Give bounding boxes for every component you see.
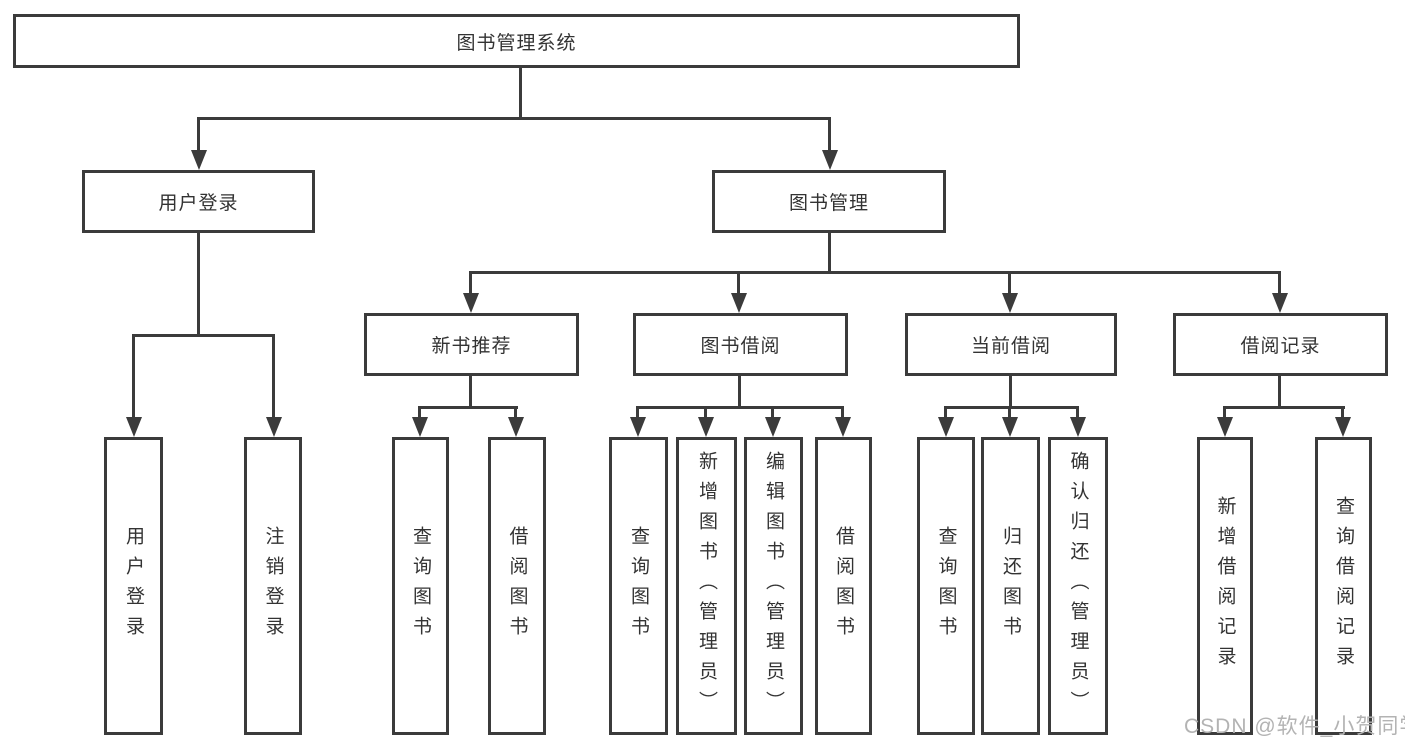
- leaf-label: 查询图书: [410, 526, 431, 646]
- node-new-book-recommend: 新书推荐: [364, 313, 579, 376]
- connector-horizontal: [197, 117, 831, 120]
- connector-drop: [1008, 271, 1011, 296]
- leaf-label: 借阅图书: [833, 526, 854, 646]
- arrow-down-icon: [822, 150, 838, 170]
- connector-stem: [828, 232, 831, 273]
- leaf-borrow-books: 借阅图书: [815, 437, 872, 735]
- connector-drop: [828, 117, 831, 155]
- arrow-down-icon: [835, 417, 851, 437]
- leaf-confirm-return-admin: 确认归还（管理员）: [1048, 437, 1108, 735]
- leaf-label: 确认归还（管理员）: [1067, 451, 1089, 721]
- node-label: 用户登录: [158, 193, 239, 214]
- arrow-down-icon: [508, 417, 524, 437]
- arrow-down-icon: [1272, 293, 1288, 313]
- leaf-label: 借阅图书: [506, 526, 528, 646]
- connector-horizontal: [469, 271, 1281, 274]
- connector-stem: [738, 374, 741, 409]
- leaf-query-borrow-record: 查询借阅记录: [1315, 437, 1372, 735]
- connector-drop: [469, 271, 472, 296]
- leaf-label: 归还图书: [1000, 526, 1021, 646]
- connector-horizontal: [1223, 406, 1345, 409]
- connector-drop: [944, 406, 947, 420]
- connector-drop: [1076, 406, 1079, 420]
- connector-drop: [272, 334, 275, 420]
- leaf-query-books-current: 查询图书: [917, 437, 975, 735]
- arrow-down-icon: [463, 293, 479, 313]
- connector-stem: [469, 374, 472, 409]
- connector-drop: [1278, 271, 1281, 296]
- leaf-label: 编辑图书（管理员）: [763, 451, 784, 721]
- connector-drop: [704, 406, 707, 420]
- connector-drop: [1341, 406, 1344, 420]
- connector-drop: [841, 406, 844, 420]
- leaf-edit-books-admin: 编辑图书（管理员）: [744, 437, 803, 735]
- connector-drop: [197, 117, 200, 155]
- leaf-label: 查询借阅记录: [1333, 496, 1354, 676]
- leaf-logout: 注销登录: [244, 437, 302, 735]
- node-label: 图书管理: [788, 193, 869, 214]
- connector-drop: [514, 406, 517, 420]
- node-label: 图书管理系统: [456, 32, 577, 54]
- node-book-borrow: 图书借阅: [633, 313, 848, 376]
- leaf-add-borrow-record: 新增借阅记录: [1197, 437, 1253, 735]
- connector-stem: [519, 67, 522, 119]
- connector-horizontal: [944, 406, 1079, 409]
- leaf-query-books-borrow: 查询图书: [609, 437, 668, 735]
- arrow-down-icon: [266, 417, 282, 437]
- node-library-management-system: 图书管理系统: [13, 14, 1020, 68]
- connector-drop: [771, 406, 774, 420]
- leaf-add-books-admin: 新增图书（管理员）: [676, 437, 737, 735]
- connector-drop: [636, 406, 639, 420]
- arrow-down-icon: [1335, 417, 1351, 437]
- leaf-label: 注销登录: [262, 526, 284, 646]
- arrow-down-icon: [1070, 417, 1086, 437]
- arrow-down-icon: [630, 417, 646, 437]
- arrow-down-icon: [698, 417, 714, 437]
- arrow-down-icon: [126, 417, 142, 437]
- node-book-management: 图书管理: [712, 170, 946, 233]
- connector-stem: [197, 232, 200, 336]
- leaf-label: 用户登录: [123, 526, 144, 646]
- leaf-return-books: 归还图书: [981, 437, 1040, 735]
- connector-drop: [1008, 406, 1011, 420]
- arrow-down-icon: [938, 417, 954, 437]
- connector-drop: [1223, 406, 1226, 420]
- connector-stem: [1278, 374, 1281, 409]
- node-current-borrow: 当前借阅: [905, 313, 1117, 376]
- connector-stem: [1009, 374, 1012, 409]
- arrow-down-icon: [1002, 293, 1018, 313]
- connector-horizontal: [636, 406, 844, 409]
- leaf-label: 查询图书: [628, 526, 649, 646]
- node-user-login: 用户登录: [82, 170, 315, 233]
- watermark: CSDN @软件_小贺同学: [1184, 715, 1405, 738]
- arrow-down-icon: [765, 417, 781, 437]
- leaf-borrow-books-recommend: 借阅图书: [488, 437, 546, 735]
- node-label: 新书推荐: [431, 336, 512, 357]
- connector-horizontal: [418, 406, 518, 409]
- leaf-label: 查询图书: [935, 526, 957, 646]
- arrow-down-icon: [191, 150, 207, 170]
- leaf-query-books-recommend: 查询图书: [392, 437, 449, 735]
- connector-drop: [418, 406, 421, 420]
- connector-drop: [737, 271, 740, 296]
- arrow-down-icon: [412, 417, 428, 437]
- leaf-label: 新增图书（管理员）: [696, 451, 717, 721]
- node-label: 当前借阅: [970, 336, 1051, 357]
- connector-drop: [132, 334, 135, 420]
- node-label: 图书借阅: [700, 336, 781, 357]
- node-label: 借阅记录: [1240, 336, 1321, 357]
- leaf-user-login: 用户登录: [104, 437, 163, 735]
- node-borrow-record: 借阅记录: [1173, 313, 1388, 376]
- arrow-down-icon: [731, 293, 747, 313]
- leaf-label: 新增借阅记录: [1214, 496, 1236, 676]
- arrow-down-icon: [1217, 417, 1233, 437]
- connector-horizontal: [132, 334, 275, 337]
- arrow-down-icon: [1002, 417, 1018, 437]
